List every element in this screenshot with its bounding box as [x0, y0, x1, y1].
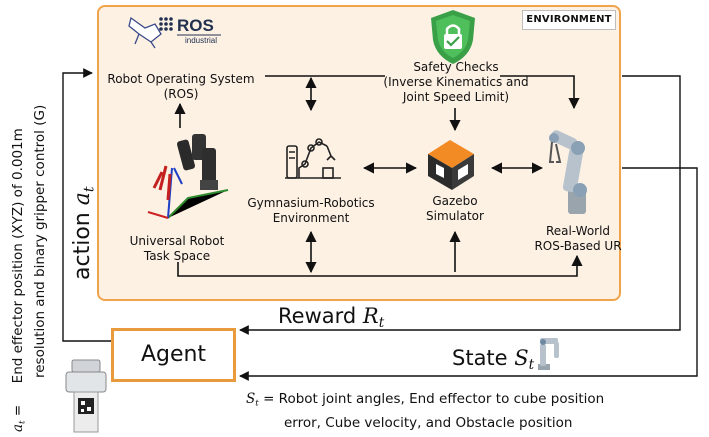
- ros-logo-text: ROS: [177, 16, 214, 35]
- real-ur-robot-icon: [548, 130, 587, 214]
- action-def-subscript: t: [17, 420, 28, 424]
- bottom-bus-line: [177, 254, 583, 277]
- state-word: State: [452, 346, 508, 370]
- reward-symbol: R: [362, 304, 379, 328]
- action-subscript: t: [81, 186, 98, 193]
- agent-box: Agent: [111, 328, 236, 382]
- reward-subscript: t: [378, 315, 385, 332]
- reward-arrow: [239, 75, 681, 335]
- state-symbol: S: [514, 346, 529, 370]
- action-def-text2: resolution and binary gripper control (G…: [31, 104, 48, 378]
- gym-environment-icon: [285, 138, 341, 179]
- state-def-text2: error, Cube velocity, and Obstacle posit…: [284, 414, 573, 431]
- gazebo-node-label: Gazebo Simulator: [426, 194, 484, 223]
- state-label: State St: [452, 346, 534, 373]
- state-robot-icon: [538, 338, 559, 370]
- reward-word: Reward: [278, 304, 357, 328]
- action-arrow: [62, 68, 111, 342]
- ur-task-space-robot-icon: [147, 134, 229, 219]
- state-arrow: [239, 167, 698, 381]
- gym-node-label: Gymnasium-Robotics Environment: [247, 196, 375, 225]
- ros-logo-subtext: industrial: [185, 36, 217, 45]
- ros-node-label: Robot Operating System (ROS): [107, 72, 255, 101]
- state-def-symbol: S: [246, 391, 256, 407]
- action-symbol: a: [70, 192, 95, 206]
- gazebo-icon: [428, 140, 474, 190]
- action-word: action: [70, 212, 95, 280]
- real-ur-node-label: Real-World ROS-Based UR: [534, 224, 622, 253]
- shield-check-icon: [431, 10, 475, 64]
- safety-real-arrow: [500, 75, 580, 110]
- action-definition: at = End effector position (XYZ) of 0.00…: [10, 0, 49, 432]
- state-definition: St = Robot joint angles, End effector to…: [246, 390, 702, 433]
- state-subscript: t: [528, 357, 535, 374]
- action-def-symbol: a: [10, 423, 26, 432]
- taskspace-node-label: Universal Robot Task Space: [129, 234, 225, 263]
- ros-logo-icon: ROS industrial: [128, 16, 221, 49]
- state-def-text: = Robot joint angles, End effector to cu…: [263, 391, 605, 407]
- environment-tag: ENVIRONMENT: [522, 10, 616, 30]
- action-def-text: End effector position (XYZ) of 0.001m: [10, 128, 26, 384]
- reward-label: Reward Rt: [278, 304, 384, 331]
- safety-node-label: Safety Checks (Inverse Kinematics and Jo…: [383, 60, 529, 104]
- action-label: action at: [70, 90, 97, 280]
- action-def-eq: =: [10, 404, 26, 417]
- gripper-icon: [65, 359, 107, 433]
- state-def-subscript: t: [255, 398, 259, 409]
